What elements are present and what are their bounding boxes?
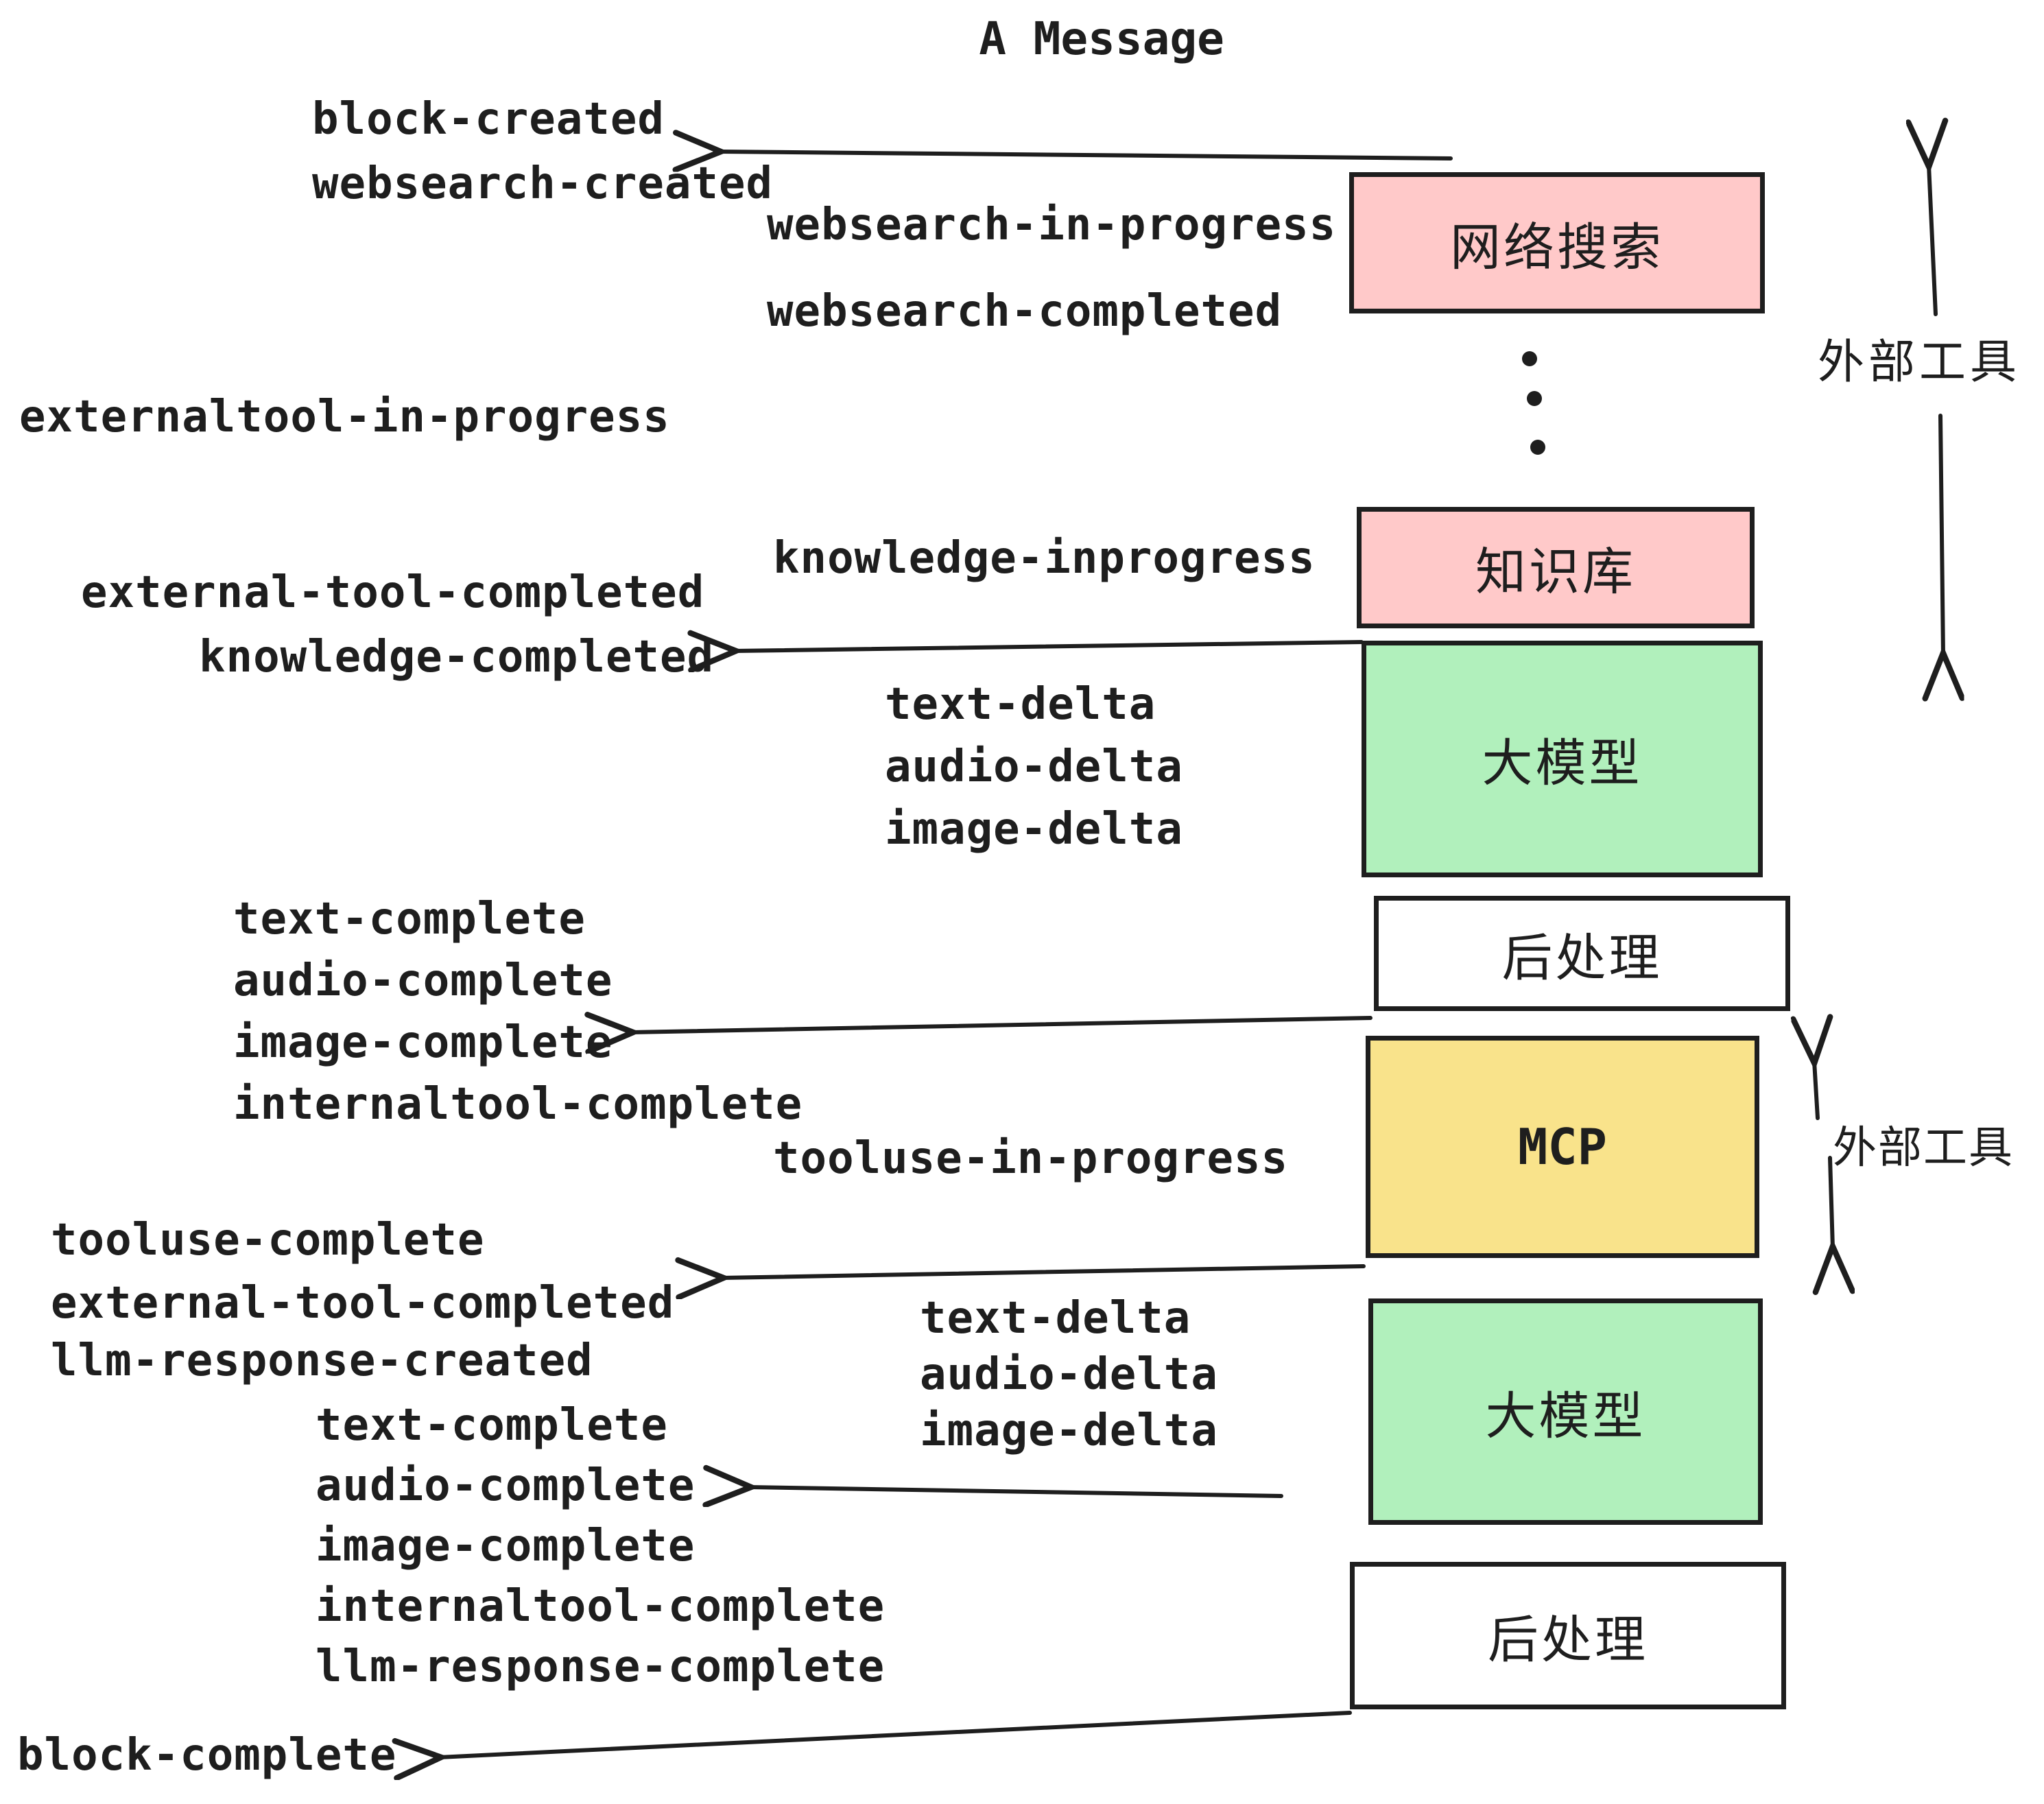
event-websearch-in-progress: websearch-in-progress <box>767 200 1337 250</box>
event-llm-response-created: llm-response-created <box>51 1336 593 1386</box>
event-audio-complete: audio-complete <box>233 956 613 1006</box>
arrow-post2-to-block-complete <box>439 1711 1352 1757</box>
event-text-delta: text-delta <box>885 679 1156 730</box>
event-externaltool-in-progress: externaltool-in-progress <box>19 392 670 442</box>
dot-3 <box>1530 440 1545 455</box>
box-llm-1-label: 大模型 <box>1482 734 1643 793</box>
event-image-complete: image-complete <box>316 1521 696 1571</box>
event-block-created: block-created <box>312 94 665 145</box>
event-llm-response-complete: llm-response-complete <box>316 1641 886 1692</box>
event-audio-complete: audio-complete <box>316 1460 696 1511</box>
arrow-websearch-to-block-created <box>719 152 1453 158</box>
arrow-external-tools-2-up <box>1814 1061 1818 1120</box>
box-llm-2-label: 大模型 <box>1485 1386 1646 1446</box>
box-mcp-label: MCP <box>1517 1118 1608 1176</box>
event-internaltool-complete: internaltool-complete <box>233 1079 803 1130</box>
event-internaltool-complete: internaltool-complete <box>316 1581 886 1632</box>
event-image-delta: image-delta <box>885 804 1183 855</box>
arrow-mcp-to-external-tool-completed <box>722 1266 1366 1278</box>
event-group-complete-1: text-complete audio-complete image-compl… <box>233 888 803 1135</box>
event-text-complete: text-complete <box>233 894 586 945</box>
label-external-tools-1: 外部工具 <box>1818 335 2021 390</box>
event-knowledge-completed: knowledge-completed <box>199 632 715 683</box>
box-postprocess-2: 后处理 <box>1350 1562 1786 1709</box>
event-knowledge-inprogress: knowledge-inprogress <box>773 533 1316 584</box>
event-audio-delta: audio-delta <box>885 741 1183 792</box>
arrow-external-tools-1-up <box>1929 165 1936 316</box>
box-llm-2: 大模型 <box>1368 1298 1763 1525</box>
event-external-tool-completed: external-tool-completed <box>81 567 705 618</box>
box-knowledge-base: 知识库 <box>1357 507 1755 628</box>
box-postprocess-2-label: 后处理 <box>1488 1611 1648 1670</box>
event-text-complete: text-complete <box>316 1400 668 1451</box>
dot-1 <box>1522 351 1537 366</box>
arrow-external-tools-2-down <box>1830 1156 1833 1248</box>
event-tooluse-in-progress: tooluse-in-progress <box>773 1133 1289 1184</box>
event-image-complete: image-complete <box>233 1017 613 1068</box>
event-group-complete-2: text-complete audio-complete image-compl… <box>316 1395 885 1697</box>
box-mcp: MCP <box>1366 1036 1759 1258</box>
box-postprocess-1-label: 后处理 <box>1501 928 1663 988</box>
event-text-delta: text-delta <box>920 1293 1191 1344</box>
event-image-delta: image-delta <box>920 1405 1218 1456</box>
event-group-delta-1: text-delta audio-delta image-delta <box>885 674 1183 861</box>
box-websearch-label: 网络搜索 <box>1450 217 1664 277</box>
box-postprocess-1: 后处理 <box>1374 896 1790 1011</box>
arrow-llm1-to-knowledge-completed <box>734 642 1364 651</box>
arrow-external-tools-1-down <box>1940 414 1943 655</box>
box-knowledge-label: 知识库 <box>1475 543 1636 602</box>
box-llm-1: 大模型 <box>1362 641 1763 877</box>
label-external-tools-2: 外部工具 <box>1833 1123 2014 1174</box>
ellipsis-dots <box>1522 351 1545 455</box>
box-websearch: 网络搜索 <box>1349 172 1765 313</box>
arrow-post1-to-image-complete <box>631 1018 1372 1032</box>
event-external-tool-completed-2: external-tool-completed <box>51 1278 675 1329</box>
event-block-complete: block-complete <box>17 1730 397 1781</box>
arrow-llm2-to-audio-complete <box>749 1487 1283 1496</box>
event-group-delta-2: text-delta audio-delta image-delta <box>920 1290 1218 1459</box>
event-tooluse-complete: tooluse-complete <box>51 1215 485 1266</box>
diagram-title: A Message <box>979 12 1224 65</box>
event-websearch-completed: websearch-completed <box>767 286 1283 337</box>
dot-2 <box>1527 391 1542 406</box>
event-audio-delta: audio-delta <box>920 1349 1218 1400</box>
